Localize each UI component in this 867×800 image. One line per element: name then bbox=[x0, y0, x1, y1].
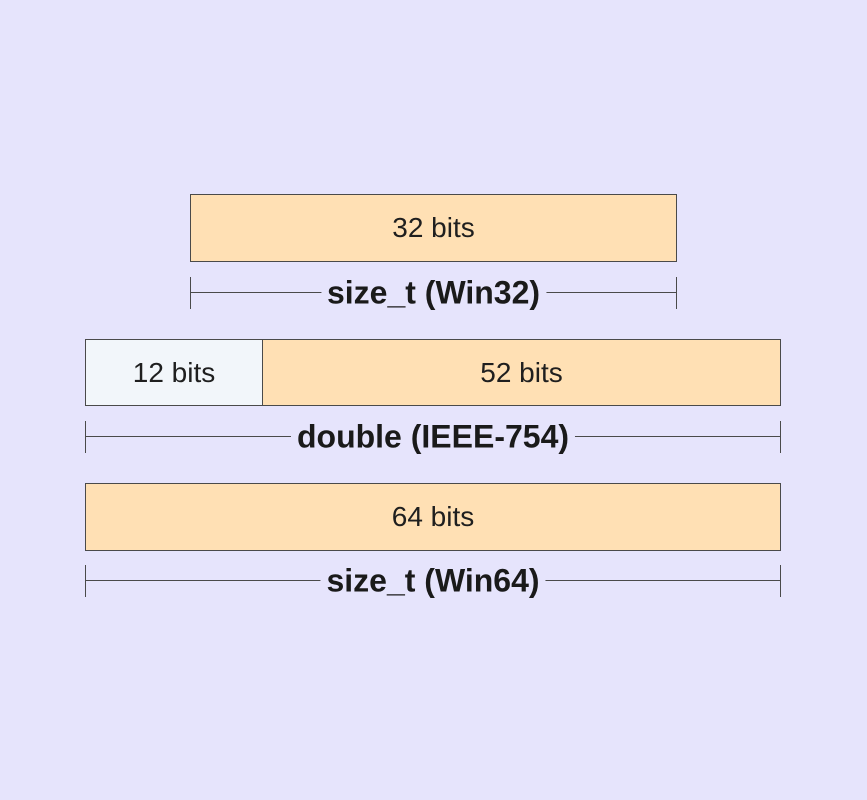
exponent-bits-box: 12 bits bbox=[85, 339, 263, 406]
win64-caption: size_t (Win64) bbox=[320, 562, 546, 600]
mantissa-bits-label: 52 bits bbox=[480, 356, 563, 388]
win32-dimension: size_t (Win32) bbox=[190, 274, 677, 312]
dimension-tick-right bbox=[780, 421, 781, 453]
dimension-tick-right bbox=[676, 277, 677, 309]
exponent-bits-label: 12 bits bbox=[132, 356, 216, 388]
mantissa-bits-box: 52 bits bbox=[262, 339, 781, 406]
win64-dimension: size_t (Win64) bbox=[85, 562, 781, 600]
win64-bits-box: 64 bits bbox=[85, 483, 781, 551]
win32-caption: size_t (Win32) bbox=[320, 274, 547, 312]
dimension-tick-left bbox=[85, 565, 86, 597]
dimension-tick-right bbox=[780, 565, 781, 597]
double-caption: double (IEEE-754) bbox=[290, 418, 576, 456]
dimension-tick-left bbox=[190, 277, 191, 309]
win64-bits-label: 64 bits bbox=[391, 501, 475, 532]
win32-bits-box: 32 bits bbox=[190, 194, 677, 262]
win32-bits-label: 32 bits bbox=[392, 212, 475, 243]
double-dimension: double (IEEE-754) bbox=[85, 418, 781, 456]
dimension-tick-left bbox=[85, 421, 86, 453]
